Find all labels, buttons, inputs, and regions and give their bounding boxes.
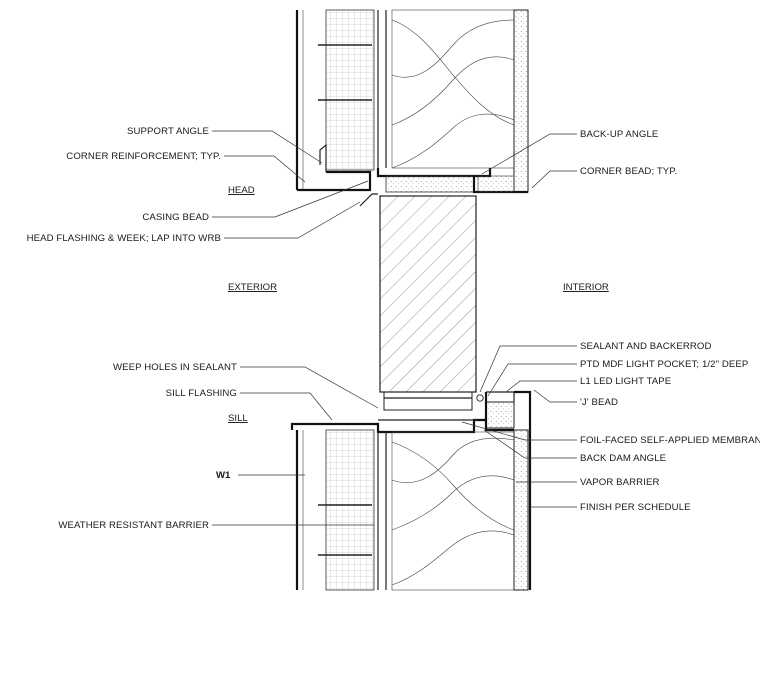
label-weep-holes: WEEP HOLES IN SEALANT <box>113 362 237 373</box>
upper-wall-assembly <box>295 9 529 207</box>
section-label-sill: SILL <box>228 413 248 424</box>
label-weather-barrier: WEATHER RESISTANT BARRIER <box>58 520 209 531</box>
veneer-panel-sill <box>325 429 375 591</box>
label-light-pocket: PTD MDF LIGHT POCKET; 1/2" DEEP <box>580 359 748 370</box>
section-label-interior: INTERIOR <box>563 282 609 293</box>
wall-type-tag: W1 <box>216 470 231 481</box>
label-sill-flashing: SILL FLASHING <box>166 388 237 399</box>
label-support-angle: SUPPORT ANGLE <box>127 126 209 137</box>
insulation-batt-sill <box>391 431 515 591</box>
label-j-bead: 'J' BEAD <box>580 397 618 408</box>
section-label-head: HEAD <box>228 185 255 196</box>
label-head-flashing: HEAD FLASHING & WEEK; LAP INTO WRB <box>27 233 221 244</box>
label-corner-bead: CORNER BEAD; TYP. <box>580 166 677 177</box>
label-finish: FINISH PER SCHEDULE <box>580 502 691 513</box>
label-led-tape: L1 LED LIGHT TAPE <box>580 376 671 387</box>
drywall-head <box>513 9 529 193</box>
window-glazing-unit <box>379 195 477 411</box>
label-vapor-barrier: VAPOR BARRIER <box>580 477 660 488</box>
insulation-batt-head <box>391 9 515 169</box>
label-corner-reinforcement: CORNER REINFORCEMENT; TYP. <box>66 151 221 162</box>
section-label-exterior: EXTERIOR <box>228 282 277 293</box>
anchor-ties-head <box>318 44 372 101</box>
drywall-sill <box>513 429 529 591</box>
label-foil-membrane: FOIL-FACED SELF-APPLIED MEMBRANE <box>580 435 760 446</box>
label-back-dam: BACK DAM ANGLE <box>580 453 666 464</box>
label-sealant: SEALANT AND BACKERROD <box>580 341 711 352</box>
right-callouts: BACK-UP ANGLE CORNER BEAD; TYP. SEALANT … <box>461 129 760 513</box>
left-callouts: SUPPORT ANGLE CORNER REINFORCEMENT; TYP.… <box>27 126 379 531</box>
veneer-panel-head <box>325 9 375 171</box>
anchor-ties-sill <box>318 504 372 556</box>
label-backup-angle: BACK-UP ANGLE <box>580 129 658 140</box>
label-casing-bead: CASING BEAD <box>142 212 209 223</box>
lower-wall-assembly <box>290 390 532 591</box>
